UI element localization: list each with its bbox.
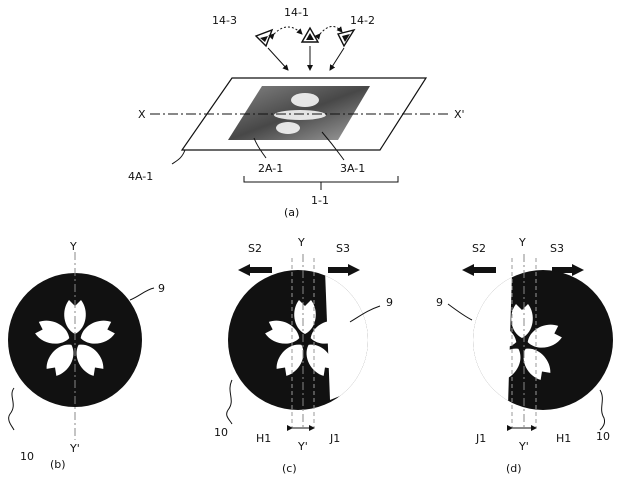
region-right-label: 3A-1 (340, 162, 365, 175)
caption-d: (d) (506, 462, 522, 475)
axis-x-label: X (138, 108, 146, 121)
region-left-leader (254, 138, 266, 158)
camera-link-arrow-left (274, 27, 302, 34)
axis-x-prime-label: X' (454, 108, 465, 121)
shift-arrow-left-d (462, 264, 496, 276)
sheet-ref-label: 4A-1 (128, 170, 153, 183)
shift-arrow-left-c (238, 264, 272, 276)
ref-10-leader-b (9, 388, 14, 430)
ref-9-leader-d (448, 304, 472, 320)
caption-a: (a) (284, 206, 299, 219)
ref-10-leader-c (227, 380, 232, 424)
ref-10-label-c: 10 (214, 426, 228, 439)
shift-left-label-d: S2 (472, 242, 486, 255)
panel-b: Y Y' 9 10 (b) (8, 240, 165, 471)
panel-c: S2 S3 Y Y' H1 J1 9 10 (c) (214, 236, 393, 475)
axis-y-label-c: Y (297, 236, 305, 249)
caption-b: (b) (50, 458, 66, 471)
camera-icon-right (338, 30, 354, 46)
view-arrow-right (330, 48, 344, 70)
h-label-c: H1 (256, 432, 271, 445)
camera-icon-center (302, 28, 318, 42)
shift-left-label-c: S2 (248, 242, 262, 255)
region-left-label: 2A-1 (258, 162, 283, 175)
view-arrow-left (268, 48, 288, 70)
image-highlight-bottom (276, 122, 300, 134)
camera-left-label: 14-3 (212, 14, 237, 27)
assembly-label: 1-1 (311, 194, 329, 207)
axis-y-prime-label-b: Y' (69, 442, 80, 455)
j-label-c: J1 (329, 432, 340, 445)
camera-center-label: 14-1 (284, 6, 309, 19)
panel-a: X X' 14-3 14-1 14-2 4A-1 2A-1 3A-1 1-1 (… (128, 6, 465, 219)
sheet-leader (172, 150, 185, 164)
ref-9-label-b: 9 (158, 282, 165, 295)
axis-y-prime-label-c: Y' (297, 440, 308, 453)
axis-y-label-b: Y (69, 240, 77, 253)
j-label-d: J1 (475, 432, 486, 445)
panel-d: S2 S3 Y Y' J1 H1 9 10 (d) (436, 236, 613, 475)
ref-10-label-d: 10 (596, 430, 610, 443)
ref-9-leader-b (130, 288, 154, 300)
shift-right-label-c: S3 (336, 242, 350, 255)
image-highlight-top (291, 93, 319, 107)
caption-c: (c) (282, 462, 297, 475)
axis-y-prime-label-d: Y' (518, 440, 529, 453)
ref-9-label-d: 9 (436, 296, 443, 309)
image-highlight-middle (274, 110, 326, 120)
shift-right-label-d: S3 (550, 242, 564, 255)
axis-y-label-d: Y (518, 236, 526, 249)
shift-arrow-right-c (328, 264, 360, 276)
camera-icon-left (256, 30, 272, 46)
assembly-bracket (244, 176, 398, 190)
camera-link-arrow-right (320, 26, 342, 34)
h-label-d: H1 (556, 432, 571, 445)
ref-10-label-b: 10 (20, 450, 34, 463)
camera-right-label: 14-2 (350, 14, 375, 27)
ref-10-leader-d (600, 390, 605, 430)
ref-9-label-c: 9 (386, 296, 393, 309)
